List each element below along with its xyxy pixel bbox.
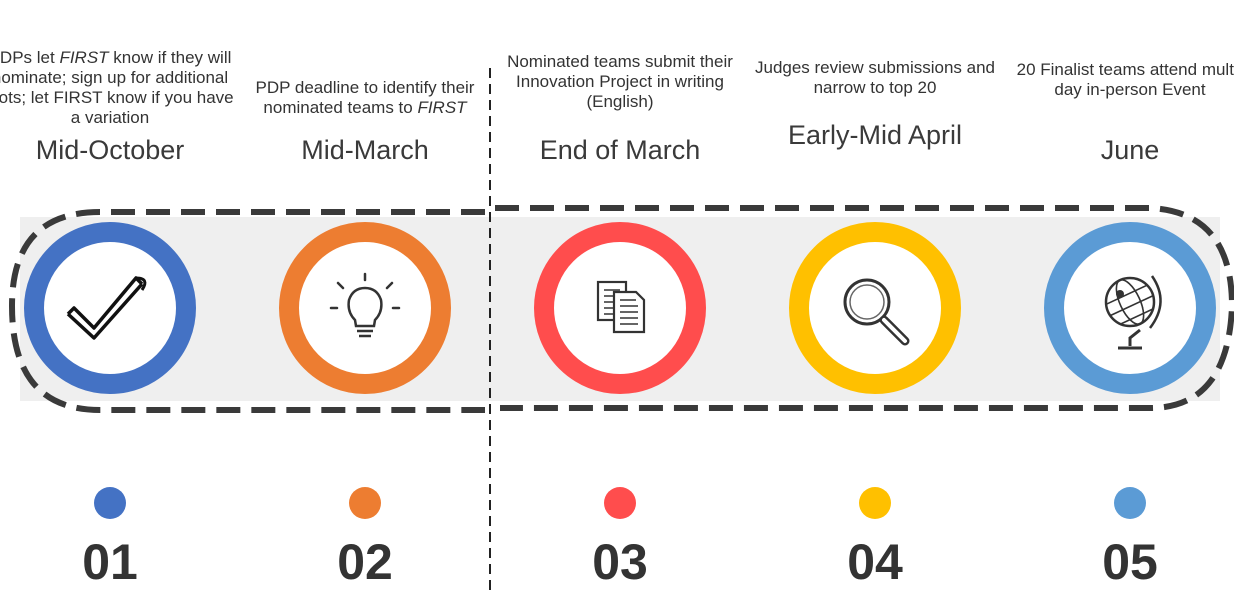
step-description-text: Judges review submissions and narrow to … — [754, 58, 995, 97]
magnifier-icon — [843, 278, 910, 346]
step-description: 20 Finalist teams attend multi-day in-pe… — [1005, 60, 1234, 100]
step-dot — [349, 487, 381, 519]
step-date: June — [1100, 135, 1160, 165]
step-ring — [1044, 222, 1216, 394]
step-description-text: 20 Finalist teams attend multi-day in-pe… — [1016, 60, 1234, 99]
step-date: Mid-March — [301, 135, 429, 165]
step-date: Mid-October — [35, 135, 185, 165]
step-description: PDPs let FIRST know if they will nominat… — [0, 48, 235, 128]
step-dot — [604, 487, 636, 519]
lightbulb-icon — [329, 272, 401, 338]
step-number: 05 — [1102, 534, 1158, 590]
step-description: Judges review submissions and narrow to … — [750, 58, 1000, 98]
step-date: End of March — [539, 135, 701, 165]
step-description-text: FIRST — [417, 98, 467, 117]
step-description-text: know if they will nominate; sign up for … — [0, 48, 234, 127]
step-description-text: Nominated teams submit their Innovation … — [507, 52, 733, 111]
step-description-text: PDP deadline to identify their nominated… — [255, 78, 475, 117]
step-description-text: PDPs let — [0, 48, 55, 67]
step-description: PDP deadline to identify their nominated… — [240, 78, 490, 118]
step-dot — [1114, 487, 1146, 519]
step-description-text: FIRST — [59, 48, 109, 67]
step-description: Nominated teams submit their Innovation … — [495, 52, 745, 112]
checkmark-icon — [66, 276, 147, 340]
documents-icon — [596, 280, 646, 334]
step-number: 02 — [337, 534, 393, 590]
step-ring — [279, 222, 451, 394]
step-dot — [94, 487, 126, 519]
step-date: Early-Mid April — [787, 120, 963, 150]
step-dot — [859, 487, 891, 519]
dashed-outline-right — [495, 205, 1234, 411]
dashed-outline-left — [8, 209, 485, 413]
step-number: 03 — [592, 534, 648, 590]
globe-icon — [1104, 275, 1162, 350]
step-number: 04 — [847, 534, 903, 590]
step-number: 01 — [82, 534, 138, 590]
